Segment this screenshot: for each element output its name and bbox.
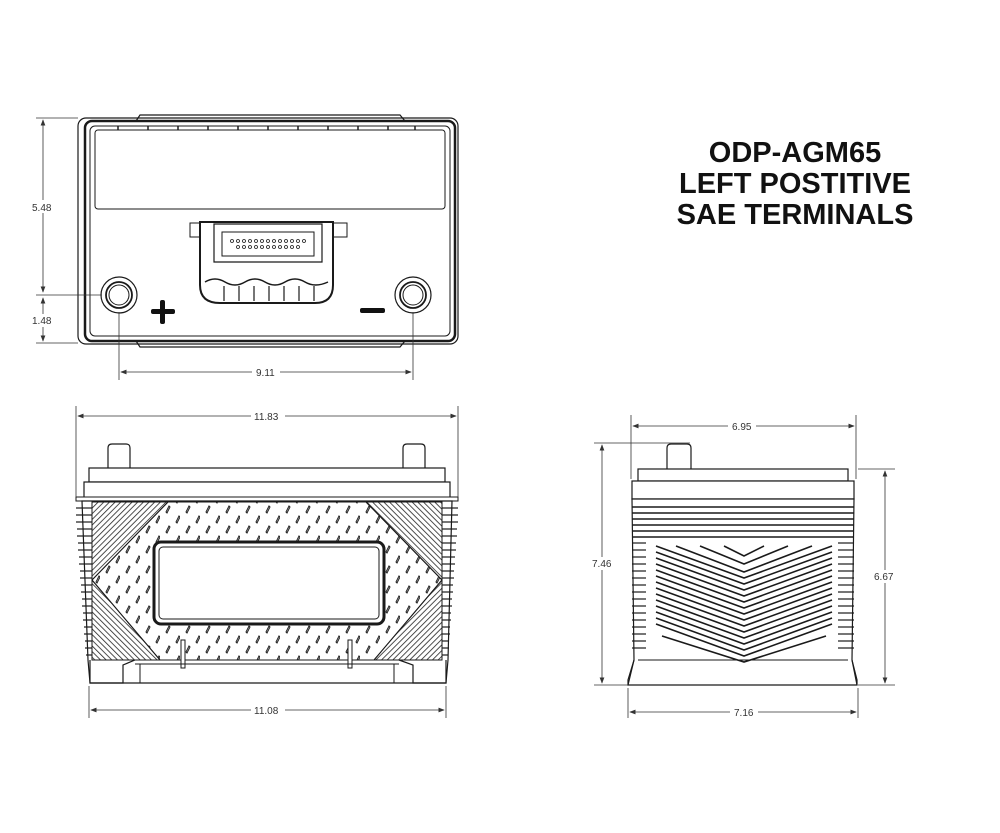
dim-top-length: 11.83	[254, 412, 279, 423]
dim-terminal-spacing: 9.11	[256, 368, 275, 379]
dim-total-height: 7.46	[592, 559, 612, 570]
drawing-title: ODP-AGM65 LEFT POSTITIVE SAE TERMINALS	[660, 138, 930, 231]
dim-top-width: 6.95	[732, 422, 752, 433]
dim-terminal-offset: 1.48	[32, 316, 52, 327]
front-view: 11.83 11.08	[75, 406, 459, 718]
minus-icon	[360, 308, 385, 313]
top-view: 5.48 1.48 9.11	[30, 114, 459, 380]
dim-base-length: 11.08	[254, 706, 279, 717]
dim-base-width: 7.16	[734, 708, 754, 719]
positive-terminal	[100, 276, 138, 314]
side-view: 6.95 7.46 6.67 7.16	[589, 415, 898, 719]
plus-icon	[151, 300, 175, 324]
dim-case-height: 6.67	[874, 572, 894, 583]
terminal-orientation: LEFT POSTITIVE	[678, 168, 911, 200]
terminal-type: SAE TERMINALS	[676, 199, 914, 231]
carry-handle	[189, 221, 348, 304]
model-name: ODP-AGM65	[708, 137, 882, 169]
negative-terminal	[394, 276, 432, 314]
dim-height-5-48: 5.48	[32, 203, 52, 214]
